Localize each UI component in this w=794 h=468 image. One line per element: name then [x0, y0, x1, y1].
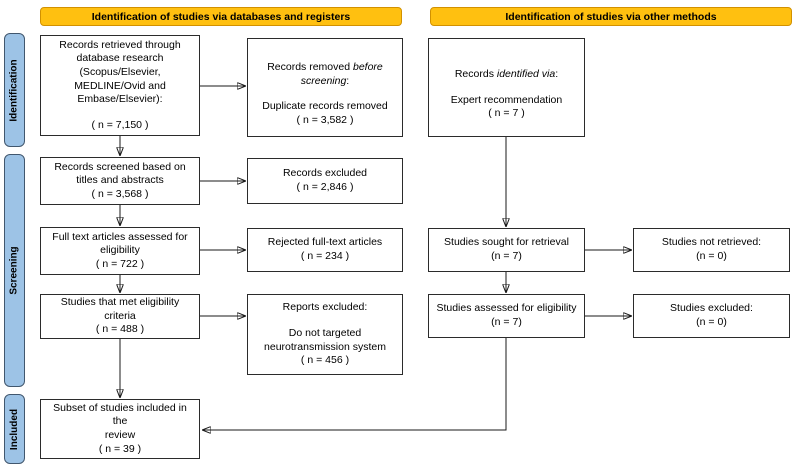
box-text: Records screened based on titles and abs…: [54, 160, 186, 187]
box-count: ( n = 722 ): [95, 257, 145, 270]
box-count: ( n = 488 ): [95, 323, 145, 336]
box-text: Studies not retrieved:: [661, 236, 762, 249]
box-count: ( n = 7 ): [488, 107, 525, 120]
box-count: ( n = 3,568 ): [91, 187, 149, 200]
box-count: (n = 7): [491, 316, 522, 328]
box-text: Studies sought for retrieval: [444, 236, 569, 249]
met-eligibility-box: Studies that met eligibility criteria ( …: [40, 294, 200, 339]
sought-retrieval-box: Studies sought for retrieval (n = 7): [428, 228, 585, 272]
stage-label-identification: Identification: [4, 33, 25, 147]
text-italic: before screening: [300, 61, 383, 87]
box-text: Rejected full-text articles: [267, 236, 383, 249]
included-review-box: Subset of studies included in the review…: [40, 399, 200, 459]
box-count: (n = 0): [696, 316, 727, 328]
box-title: Reports excluded:: [282, 301, 368, 314]
rejected-fulltext-box: Rejected full-text articles ( n = 234 ): [247, 228, 403, 272]
box-text: Studies assessed for eligibility: [436, 302, 577, 315]
box-text: Records identified via:: [455, 54, 558, 81]
stage-label-screening: Screening: [4, 154, 25, 387]
text-normal: :: [346, 74, 350, 87]
studies-excluded-box: Studies excluded: (n = 0): [633, 294, 790, 338]
box-text: Studies excluded:: [670, 302, 753, 315]
box-body: Duplicate records removed: [262, 100, 388, 113]
box-count: ( n = 456 ): [300, 354, 350, 367]
reports-excluded-box: Reports excluded: Do not targeted neurot…: [247, 294, 403, 375]
stage-text: Screening: [9, 246, 21, 295]
box-count: (n = 0): [696, 250, 727, 262]
records-retrieved-box: Records retrieved through database resea…: [40, 35, 200, 136]
stage-text: Included: [9, 408, 20, 450]
text-normal: Records removed: [267, 61, 353, 74]
text-normal: Records: [454, 67, 497, 80]
header-label: Identification of studies via other meth…: [505, 10, 717, 23]
text-normal: :: [555, 67, 559, 80]
records-identified-box: Records identified via: Expert recommend…: [428, 38, 585, 137]
box-count: (n = 7): [491, 250, 522, 262]
box-count: ( n = 2,846 ): [296, 181, 354, 193]
assessed-eligibility-box: Studies assessed for eligibility (n = 7): [428, 294, 585, 338]
records-screened-box: Records screened based on titles and abs…: [40, 157, 200, 205]
records-excluded-box: Records excluded ( n = 2,846 ): [247, 158, 403, 204]
box-text: Full text articles assessed for eligibil…: [52, 230, 188, 257]
box-count: ( n = 39 ): [98, 442, 142, 455]
box-text: Records excluded: [282, 167, 368, 180]
box-count: ( n = 7,150 ): [91, 118, 149, 131]
header-label: Identification of studies via databases …: [91, 10, 351, 23]
fulltext-assessed-box: Full text articles assessed for eligibil…: [40, 227, 200, 275]
box-body: Expert recommendation: [450, 93, 563, 106]
header-databases-registers: Identification of studies via databases …: [40, 7, 402, 26]
not-retrieved-box: Studies not retrieved: (n = 0): [633, 228, 790, 272]
records-removed-box: Records removed before screening: Duplic…: [247, 38, 403, 137]
box-text: Records retrieved through database resea…: [59, 38, 181, 106]
text-italic: identified via: [496, 67, 556, 80]
box-body: Do not targeted neurotransmission system: [264, 326, 386, 353]
box-count: ( n = 234 ): [300, 250, 350, 262]
stage-text: Identification: [9, 58, 21, 122]
header-other-methods: Identification of studies via other meth…: [430, 7, 792, 26]
box-text: Subset of studies included in the review: [53, 401, 187, 441]
box-text: Studies that met eligibility criteria: [60, 296, 180, 322]
box-text: Records removed before screening:: [254, 47, 396, 88]
stage-label-included: Included: [4, 394, 25, 464]
box-count: ( n = 3,582 ): [296, 113, 354, 126]
